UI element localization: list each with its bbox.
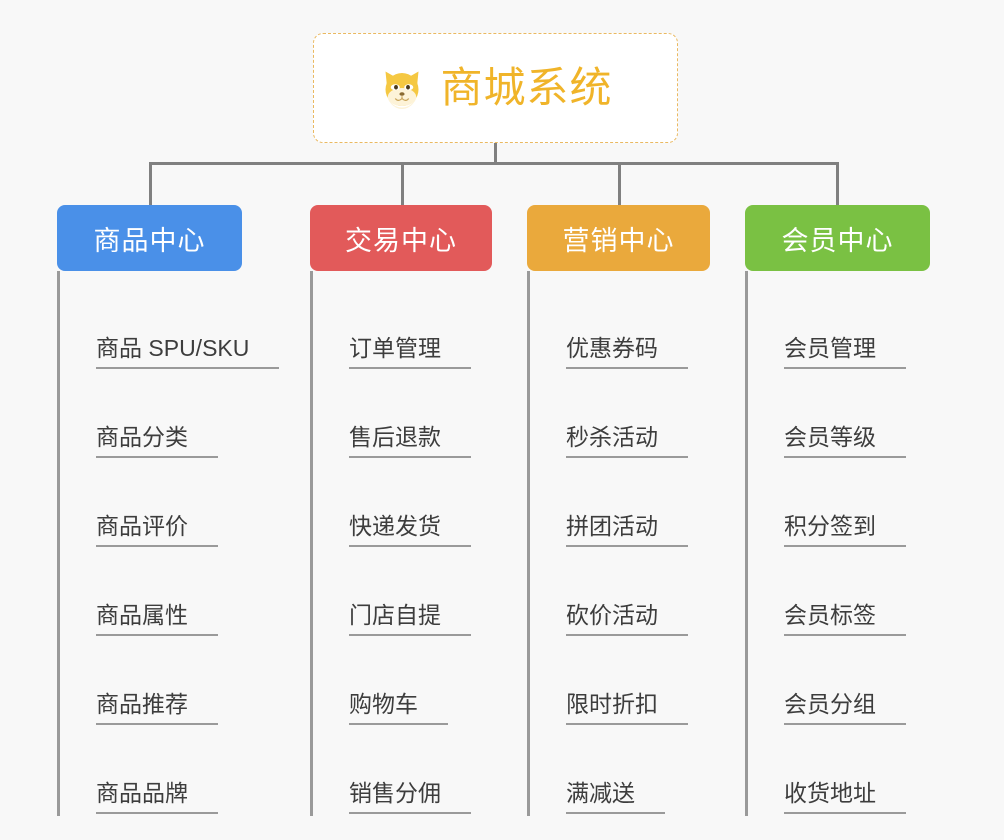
category-header-label: 商品中心	[93, 225, 206, 256]
list-item[interactable]: 会员管理	[750, 282, 930, 371]
list-item-label: 限时折扣	[566, 691, 688, 725]
list-item[interactable]: 门店自提	[315, 549, 492, 638]
list-item[interactable]: 购物车	[315, 638, 492, 727]
category-items-member: 会员管理 会员等级 积分签到 会员标签 会员分组 收货地址	[745, 271, 930, 816]
list-item-label: 会员分组	[784, 691, 906, 725]
list-item-label: 会员等级	[784, 424, 906, 458]
connector-drop-0	[149, 162, 152, 207]
category-column-marketing: 营销中心 优惠券码 秒杀活动 拼团活动 砍价活动 限时折扣 满减送	[527, 205, 710, 816]
list-item[interactable]: 会员分组	[750, 638, 930, 727]
connector-drop-3	[836, 162, 839, 207]
category-items-product: 商品 SPU/SKU 商品分类 商品评价 商品属性 商品推荐 商品品牌	[57, 271, 280, 816]
list-item[interactable]: 拼团活动	[532, 460, 710, 549]
category-items-trade: 订单管理 售后退款 快递发货 门店自提 购物车 销售分佣	[310, 271, 492, 816]
list-item[interactable]: 秒杀活动	[532, 371, 710, 460]
list-item[interactable]: 商品 SPU/SKU	[62, 282, 280, 371]
list-item-label: 秒杀活动	[566, 424, 688, 458]
list-item[interactable]: 限时折扣	[532, 638, 710, 727]
list-item-label: 订单管理	[349, 335, 471, 369]
list-item[interactable]: 销售分佣	[315, 727, 492, 816]
list-item[interactable]: 会员等级	[750, 371, 930, 460]
list-item-label: 销售分佣	[349, 780, 471, 814]
list-item[interactable]: 商品分类	[62, 371, 279, 460]
connector-root-stem	[494, 143, 497, 165]
list-item-label: 会员管理	[784, 335, 906, 369]
list-item-label: 商品推荐	[96, 691, 218, 725]
list-item[interactable]: 售后退款	[315, 371, 492, 460]
list-item-label: 会员标签	[784, 602, 906, 636]
list-item-label: 商品属性	[96, 602, 218, 636]
list-item[interactable]: 会员标签	[750, 549, 930, 638]
shiba-dog-face-icon	[385, 71, 419, 109]
list-item[interactable]: 商品评价	[62, 460, 279, 549]
list-item[interactable]: 砍价活动	[532, 549, 710, 638]
list-item-label: 积分签到	[784, 513, 906, 547]
list-item[interactable]: 商品品牌	[62, 727, 279, 816]
category-items-marketing: 优惠券码 秒杀活动 拼团活动 砍价活动 限时折扣 满减送	[527, 271, 710, 816]
root-node-mall-system[interactable]: 商城系统	[313, 33, 678, 143]
list-item[interactable]: 满减送	[532, 727, 710, 816]
list-item-label: 商品分类	[96, 424, 218, 458]
connector-drop-1	[401, 162, 404, 207]
list-item-label: 优惠券码	[566, 335, 688, 369]
category-header-trade[interactable]: 交易中心	[310, 205, 492, 271]
list-item-label: 门店自提	[349, 602, 471, 636]
list-item-label: 收货地址	[784, 780, 906, 814]
list-item-label: 拼团活动	[566, 513, 688, 547]
root-title: 商城系统	[440, 64, 613, 111]
list-item-label: 满减送	[566, 780, 665, 814]
list-item-label: 售后退款	[349, 424, 471, 458]
list-item[interactable]: 商品推荐	[62, 638, 279, 727]
category-header-marketing[interactable]: 营销中心	[527, 205, 710, 271]
list-item-label: 砍价活动	[566, 602, 688, 636]
list-item-label: 商品评价	[96, 513, 218, 547]
category-header-label: 营销中心	[562, 225, 675, 256]
category-header-label: 交易中心	[345, 225, 457, 256]
list-item[interactable]: 快递发货	[315, 460, 492, 549]
category-header-member[interactable]: 会员中心	[745, 205, 930, 271]
category-header-product[interactable]: 商品中心	[57, 205, 242, 271]
list-item[interactable]: 优惠券码	[532, 282, 710, 371]
list-item[interactable]: 订单管理	[315, 282, 492, 371]
list-item-label: 商品品牌	[96, 780, 218, 814]
category-column-member: 会员中心 会员管理 会员等级 积分签到 会员标签 会员分组 收货地址	[745, 205, 930, 816]
category-column-trade: 交易中心 订单管理 售后退款 快递发货 门店自提 购物车 销售分佣	[310, 205, 492, 816]
category-column-product: 商品中心 商品 SPU/SKU 商品分类 商品评价 商品属性 商品推荐 商品品牌	[57, 205, 280, 816]
list-item[interactable]: 积分签到	[750, 460, 930, 549]
list-item[interactable]: 收货地址	[750, 727, 930, 816]
category-header-label: 会员中心	[781, 225, 894, 256]
list-item-label: 快递发货	[349, 513, 471, 547]
connector-drop-2	[618, 162, 621, 207]
list-item[interactable]: 商品属性	[62, 549, 279, 638]
connector-horizontal-bus	[149, 162, 839, 165]
list-item-label: 购物车	[349, 691, 448, 725]
list-item-label: 商品 SPU/SKU	[96, 335, 280, 369]
